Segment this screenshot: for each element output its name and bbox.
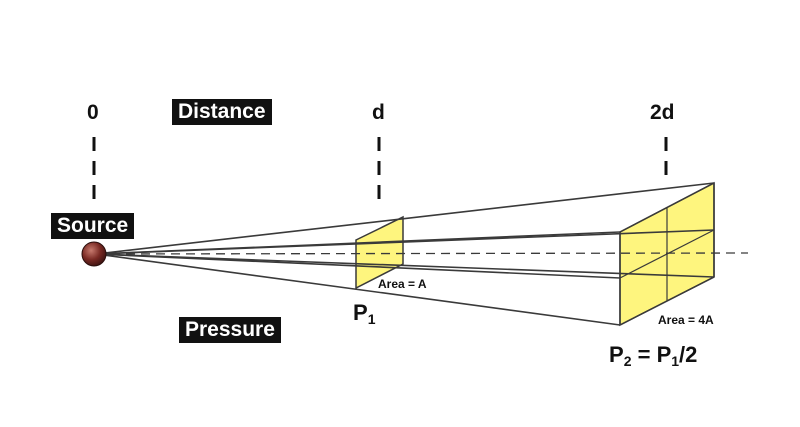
p2-letter: P — [609, 342, 624, 367]
p2-rhs-subscript: 1 — [671, 353, 680, 369]
p1-subscript: 1 — [367, 311, 376, 327]
p1-letter: P — [353, 300, 368, 325]
near-panel-area-a — [355, 215, 404, 290]
box-edges — [619, 182, 715, 326]
center-axis — [95, 252, 749, 255]
cone-edges — [95, 182, 715, 326]
area-near-label: Area = A — [378, 277, 427, 291]
tick-label-zero: 0 — [87, 101, 99, 124]
area-far-label: Area = 4A — [658, 313, 714, 327]
p2-rhs-letter: P — [656, 342, 672, 367]
pressure-p2-formula: P2 = P1/2 — [609, 342, 697, 374]
tick-label-2d: 2d — [650, 101, 675, 124]
distance-label: Distance — [172, 99, 272, 125]
source-ball-icon — [81, 241, 107, 267]
source-label: Source — [51, 213, 135, 239]
p2-subscript: 2 — [623, 353, 632, 369]
p2-rhs-tail: /2 — [679, 342, 698, 367]
pressure-label: Pressure — [179, 317, 281, 343]
tick-label-d: d — [372, 101, 385, 124]
pressure-p1-label: P1 — [353, 300, 375, 332]
p2-equals: = — [631, 342, 657, 367]
far-panel-area-4a — [619, 181, 715, 327]
